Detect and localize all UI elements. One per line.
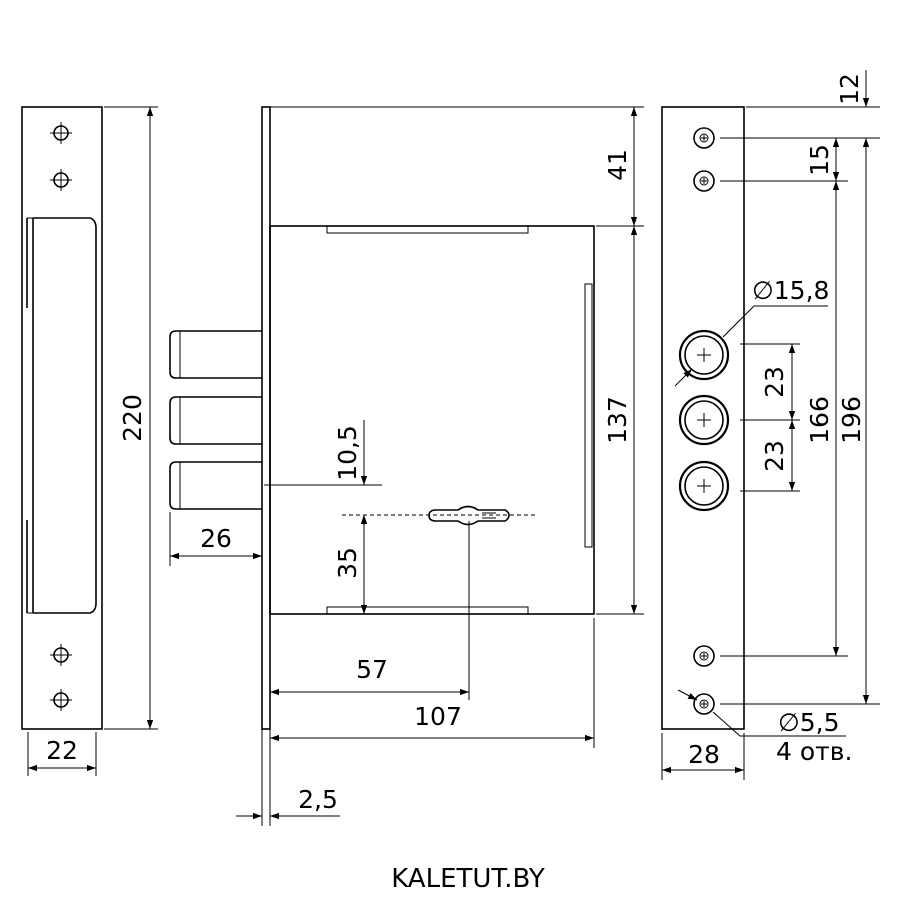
dim-strike-width: 22	[46, 736, 78, 765]
bolt	[169, 396, 262, 445]
lock-body	[261, 106, 595, 730]
strike-plate	[21, 106, 103, 730]
faceplate-bolt-hole	[678, 460, 730, 512]
strike-screw-hole	[50, 644, 72, 666]
faceplate-screw-hole	[693, 645, 715, 667]
keyhole	[428, 505, 510, 526]
dim-faceplate-thickness: 2,5	[298, 785, 338, 814]
bolt	[169, 461, 262, 510]
dim-faceplate-width: 28	[688, 740, 720, 769]
faceplate-bolt-hole	[678, 329, 730, 381]
dim-bolt-pitch-2: 23	[760, 440, 789, 472]
faceplate-screw-hole	[693, 170, 715, 192]
dim-screw-hole-count: 4 отв.	[776, 737, 852, 766]
dim-case-depth: 107	[414, 702, 462, 731]
dim-screw-hole-diameter: ∅5,5	[778, 708, 840, 737]
dim-bolt-projection: 26	[200, 524, 232, 553]
strike-screw-hole	[50, 689, 72, 711]
lock-faceplate	[661, 106, 745, 730]
dim-strike-height: 220	[118, 394, 147, 442]
faceplate-screw-hole	[693, 693, 715, 715]
dim-keyhole-down: 35	[333, 547, 362, 579]
faceplate-bolt-hole	[678, 394, 730, 446]
dim-screw-span-inner: 166	[805, 396, 834, 444]
brand-label: KALETUT.BY	[391, 864, 545, 894]
dim-screw-span-outer: 196	[837, 396, 866, 444]
strike-screw-hole	[50, 169, 72, 191]
dim-faceplate-top: 12	[835, 73, 864, 105]
dim-keyhole-up: 10,5	[333, 425, 362, 481]
strike-screw-hole	[50, 122, 72, 144]
dim-bolt-pitch-1: 23	[760, 366, 789, 398]
dim-bolt-diameter: ∅15,8	[752, 276, 829, 305]
faceplate-screw-hole	[693, 127, 715, 149]
dim-backset: 57	[356, 655, 388, 684]
dim-case-height: 137	[603, 396, 632, 444]
dim-top-offset: 41	[603, 149, 632, 181]
bolt	[169, 330, 262, 379]
dim-screw-spacing: 15	[805, 144, 834, 176]
